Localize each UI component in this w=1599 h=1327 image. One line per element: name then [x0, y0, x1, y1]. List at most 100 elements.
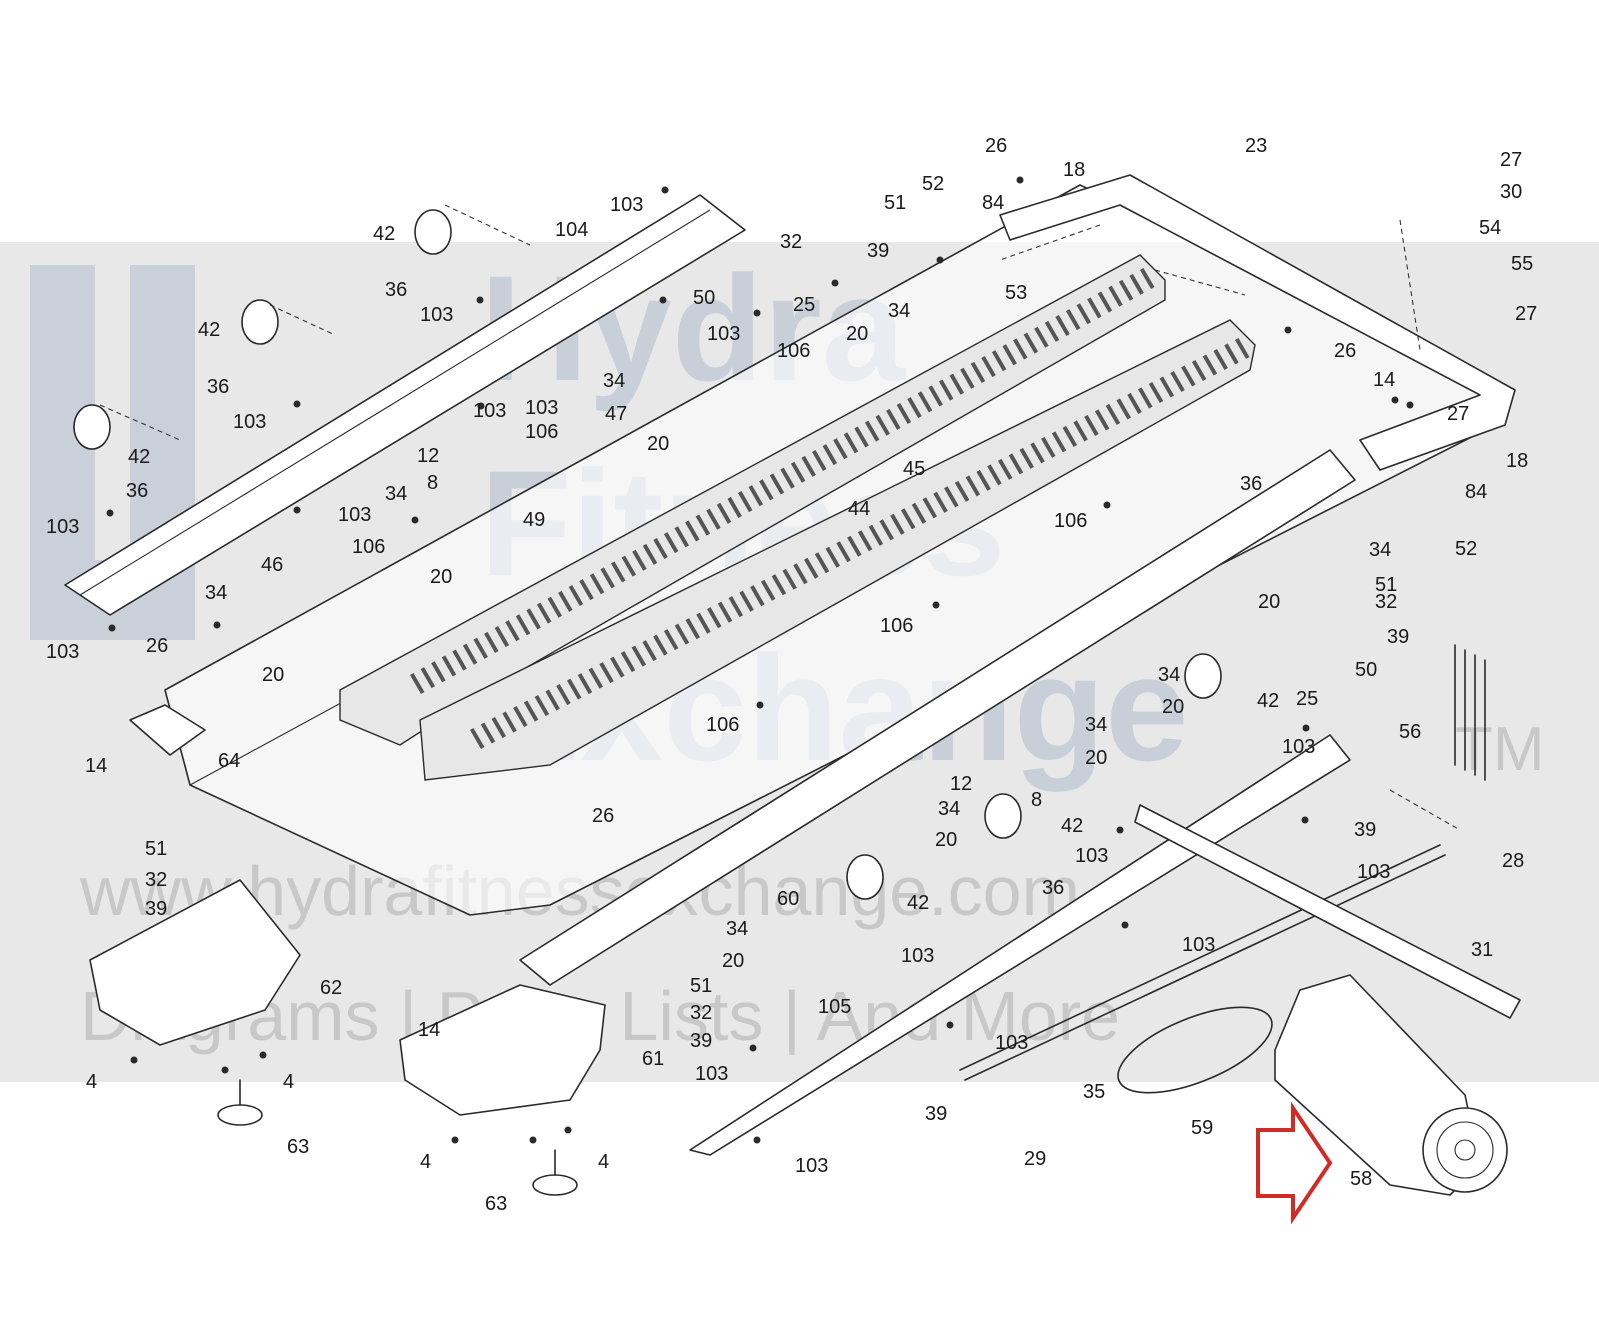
belt-slat — [1202, 354, 1218, 376]
part-label: 8 — [1031, 789, 1042, 811]
part-label: 103 — [1282, 736, 1315, 758]
belt-slat — [970, 361, 986, 383]
screw-icon — [213, 621, 221, 629]
belt-slat — [620, 651, 636, 673]
part-label: 26 — [146, 635, 168, 657]
screw-icon — [753, 1136, 761, 1144]
belt-slat — [653, 634, 668, 656]
belt-slat — [441, 655, 457, 677]
part-label: 28 — [1502, 850, 1524, 872]
part-label: 106 — [777, 340, 810, 362]
part-label: 34 — [938, 798, 960, 820]
part-label: 20 — [1162, 696, 1184, 718]
belt-slat — [922, 497, 937, 519]
belt-slat — [1235, 337, 1250, 360]
part-label: 62 — [320, 977, 342, 999]
belt-slat — [976, 469, 991, 491]
belt-slat — [632, 549, 647, 571]
belt-slat — [1138, 387, 1153, 409]
belt-slat — [981, 356, 996, 378]
belt-slat — [938, 379, 954, 401]
screw-icon — [564, 1126, 572, 1134]
belt-slat — [473, 637, 488, 659]
belt-slat — [1013, 338, 1028, 360]
belt-slat — [780, 467, 795, 489]
belt-slat — [1191, 359, 1207, 382]
belt-slat — [621, 555, 637, 577]
belt-slat — [484, 631, 499, 653]
belt-slat — [790, 461, 806, 483]
part-label: 39 — [925, 1103, 947, 1125]
belt-slat — [534, 695, 550, 717]
belt-slat — [696, 612, 711, 634]
belt-slat — [1019, 447, 1034, 469]
screw-icon — [1116, 826, 1124, 834]
belt-slat — [642, 640, 657, 662]
part-label: 103 — [610, 194, 643, 216]
part-label: 42 — [1257, 690, 1279, 712]
belt-slat — [1105, 403, 1121, 425]
part-label: 25 — [793, 294, 815, 316]
part-label: 20 — [262, 664, 284, 686]
part-label: 18 — [1506, 450, 1528, 472]
part-label: 42 — [373, 223, 395, 245]
part-label: 103 — [525, 397, 558, 419]
part-label: 34 — [205, 582, 227, 604]
part-label: 84 — [1465, 481, 1487, 503]
belt-slat — [917, 391, 933, 413]
screw-icon — [1391, 396, 1399, 404]
part-label: 36 — [207, 376, 229, 398]
part-label: 56 — [1399, 721, 1421, 743]
belt-slat — [568, 584, 584, 607]
part-label: 39 — [1387, 626, 1409, 648]
screw-icon — [749, 1044, 757, 1052]
belt-slat — [469, 728, 485, 750]
part-label: 27 — [1500, 149, 1522, 171]
drive-axle — [959, 844, 1441, 1071]
part-label: 39 — [867, 240, 889, 262]
fasteners — [106, 176, 1414, 1144]
belt-slat — [825, 546, 841, 568]
part-label: 27 — [1515, 303, 1537, 325]
belt-slat — [706, 508, 721, 530]
belt-slat — [801, 455, 816, 477]
belt-slat — [954, 480, 970, 502]
part-label: 103 — [46, 641, 79, 663]
belt-slat — [1076, 303, 1091, 325]
part-label: 103 — [420, 304, 453, 326]
part-label: 39 — [1354, 819, 1376, 841]
belt-slat — [674, 526, 689, 548]
belt-slat — [727, 496, 742, 518]
part-label: 25 — [1296, 688, 1318, 710]
part-label: 103 — [995, 1032, 1028, 1054]
part-label: 14 — [418, 1019, 440, 1041]
part-label: 49 — [523, 509, 545, 531]
part-label: 103 — [1075, 845, 1108, 867]
belt-slat — [695, 514, 711, 536]
belt-slat — [1118, 279, 1134, 301]
part-label: 14 — [85, 755, 107, 777]
part-label: 103 — [46, 516, 79, 538]
drive-belt — [1117, 1006, 1273, 1094]
part-label: 35 — [1083, 1081, 1105, 1103]
part-label: 29 — [1024, 1148, 1046, 1170]
belt-slat — [707, 607, 722, 629]
belt-slat — [804, 557, 819, 579]
belt-slat — [1002, 344, 1017, 366]
belt-slat — [502, 711, 517, 733]
part-label: 20 — [722, 950, 744, 972]
part-label: 106 — [525, 421, 558, 443]
part-label: 34 — [1085, 714, 1107, 736]
belt-slat — [1159, 376, 1175, 398]
part-label: 51 — [1375, 574, 1397, 596]
screw-icon — [221, 1066, 229, 1074]
belt-slat — [836, 541, 851, 563]
part-label: 36 — [385, 279, 407, 301]
belt-slat — [452, 649, 467, 671]
belt-slat — [480, 722, 496, 744]
highlight-arrow-icon — [1256, 1101, 1333, 1225]
belt-slat — [1044, 320, 1060, 342]
part-label: 36 — [126, 480, 148, 502]
screw-icon — [756, 701, 764, 709]
belt-slat — [1023, 332, 1039, 354]
